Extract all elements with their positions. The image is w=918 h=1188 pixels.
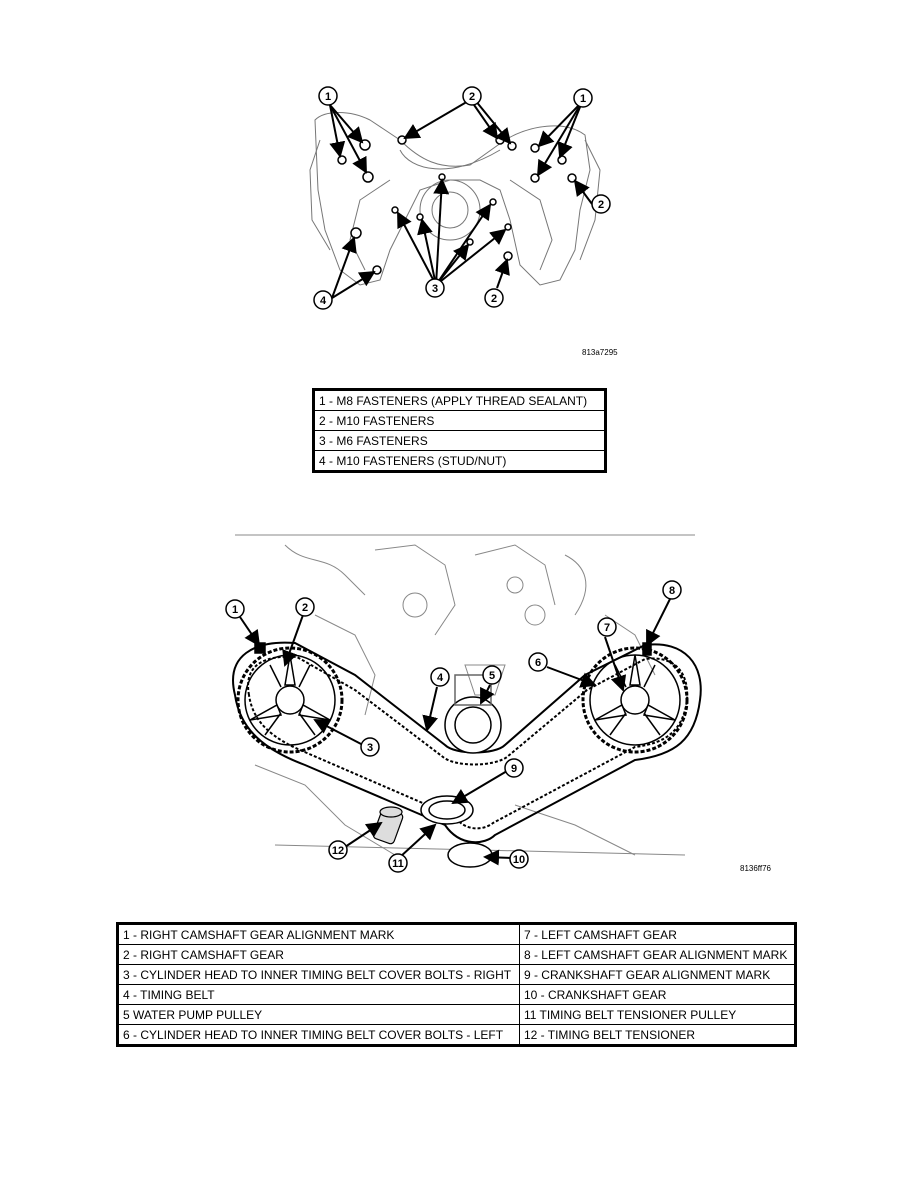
callout-2-bottom: 2 [484,288,504,308]
svg-text:8: 8 [669,585,675,597]
figure2-code: 8136ff76 [740,864,771,873]
callout-9: 9 [504,758,524,778]
legend2-left-row: 4 - TIMING BELT [117,984,520,1005]
timing-belt-legend: 1 - RIGHT CAMSHAFT GEAR ALIGNMENT MARK 7… [116,922,797,1047]
callout-1: 1 [225,599,245,619]
callout-3: 3 [360,737,380,757]
svg-text:2: 2 [598,199,604,211]
timing-belt-diagram: 1 2 3 4 5 6 7 8 9 10 11 12 [225,534,702,873]
callout-4: 4 [430,667,450,687]
figure1-code: 813a7295 [582,348,618,357]
timing-belt-figure: 1 2 3 4 5 6 7 8 9 10 11 12 [215,525,715,880]
callout-11: 11 [388,853,408,873]
svg-text:2: 2 [469,91,475,103]
right-camshaft-gear [236,642,344,754]
callout-circles: 1 2 3 4 5 6 7 8 9 10 11 12 [225,580,682,873]
callout-6: 6 [528,652,548,672]
svg-text:4: 4 [320,295,327,307]
fastener-location-figure: 1 2 1 2 4 3 2 [290,80,630,370]
svg-text:12: 12 [332,845,344,857]
svg-text:9: 9 [511,763,517,775]
timing-cover-outline [309,112,601,286]
svg-text:3: 3 [367,742,373,754]
callout-3: 3 [425,278,445,298]
crankshaft-gear [420,795,493,868]
legend2-left-row: 5 WATER PUMP PULLEY [117,1004,520,1025]
legend2-right-row: 10 - CRANKSHAFT GEAR [518,984,797,1005]
svg-text:2: 2 [491,293,497,305]
legend1-row: 4 - M10 FASTENERS (STUD/NUT) [313,450,606,472]
legend1-row: 2 - M10 FASTENERS [313,410,606,431]
water-pump-pulley [444,674,502,754]
fastener-diagram: 1 2 1 2 4 3 2 [309,86,611,310]
legend1-row: 1 - M8 FASTENERS (APPLY THREAD SEALANT) [313,389,606,411]
legend2-left-row: 6 - CYLINDER HEAD TO INNER TIMING BELT C… [117,1024,520,1046]
legend2-left-row: 1 - RIGHT CAMSHAFT GEAR ALIGNMENT MARK [117,923,520,945]
callout-7: 7 [597,617,617,637]
callout-leaders [329,99,593,299]
callout-circles: 1 2 1 2 4 3 2 [313,86,611,310]
legend2-right-row: 7 - LEFT CAMSHAFT GEAR [518,923,797,945]
legend2-left-row: 2 - RIGHT CAMSHAFT GEAR [117,944,520,965]
svg-text:1: 1 [325,91,331,103]
svg-text:3: 3 [432,283,438,295]
callout-leaders [239,596,672,866]
callout-8: 8 [662,580,682,600]
legend2-right-row: 12 - TIMING BELT TENSIONER [518,1024,797,1046]
callout-2-top: 2 [462,86,482,106]
svg-text:4: 4 [437,672,444,684]
callout-12: 12 [328,840,348,860]
legend2-right-row: 8 - LEFT CAMSHAFT GEAR ALIGNMENT MARK [518,944,797,965]
svg-text:6: 6 [535,657,541,669]
legend2-right-row: 9 - CRANKSHAFT GEAR ALIGNMENT MARK [518,964,797,985]
legend2-left-row: 3 - CYLINDER HEAD TO INNER TIMING BELT C… [117,964,520,985]
callout-2-right: 2 [591,194,611,214]
callout-4: 4 [313,290,333,310]
fastener-legend: 1 - M8 FASTENERS (APPLY THREAD SEALANT) … [312,388,607,473]
svg-text:2: 2 [302,602,308,614]
callout-2: 2 [295,597,315,617]
svg-text:11: 11 [392,858,404,870]
svg-text:10: 10 [513,854,525,866]
legend1-row: 3 - M6 FASTENERS [313,430,606,451]
callout-10: 10 [509,849,529,869]
callout-1-left: 1 [318,86,338,106]
callout-1-right: 1 [573,88,593,108]
legend2-right-row: 11 TIMING BELT TENSIONER PULLEY [518,1004,797,1025]
svg-text:1: 1 [580,93,586,105]
svg-text:7: 7 [604,622,610,634]
svg-text:5: 5 [489,670,495,682]
left-camshaft-gear [581,642,689,754]
svg-text:1: 1 [232,604,238,616]
callout-5: 5 [482,665,502,685]
